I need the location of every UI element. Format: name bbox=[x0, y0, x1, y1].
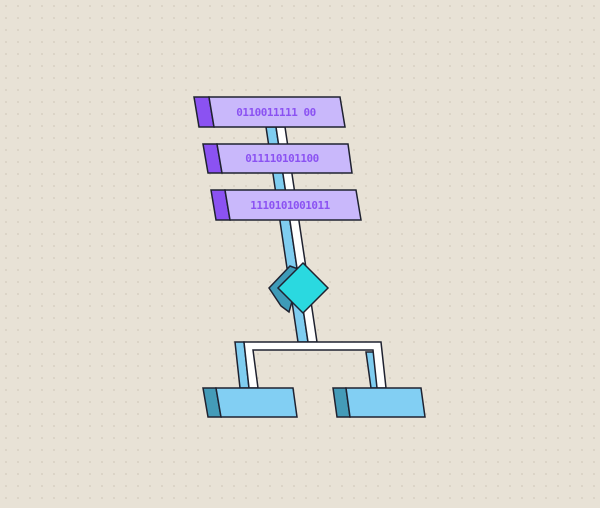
branch-white-path bbox=[243, 341, 387, 389]
panel-face bbox=[208, 96, 346, 128]
box-face bbox=[215, 387, 298, 418]
panel-3: 1110101001011 bbox=[210, 189, 362, 221]
panel-bits: 011110101100 bbox=[245, 152, 318, 165]
panel-face bbox=[224, 189, 362, 221]
output-right bbox=[332, 387, 426, 418]
branch-connector bbox=[234, 341, 387, 389]
output-left bbox=[202, 387, 298, 418]
decision-diamond-icon bbox=[268, 261, 330, 315]
panel-face bbox=[216, 143, 353, 174]
panel-1: 0110011111 00 bbox=[193, 96, 346, 128]
panel-2: 011110101100 bbox=[202, 143, 353, 174]
box-face bbox=[345, 387, 426, 418]
diamond-face bbox=[276, 261, 330, 315]
panel-bits: 0110011111 00 bbox=[236, 106, 316, 119]
panel-bits: 1110101001011 bbox=[250, 199, 330, 212]
